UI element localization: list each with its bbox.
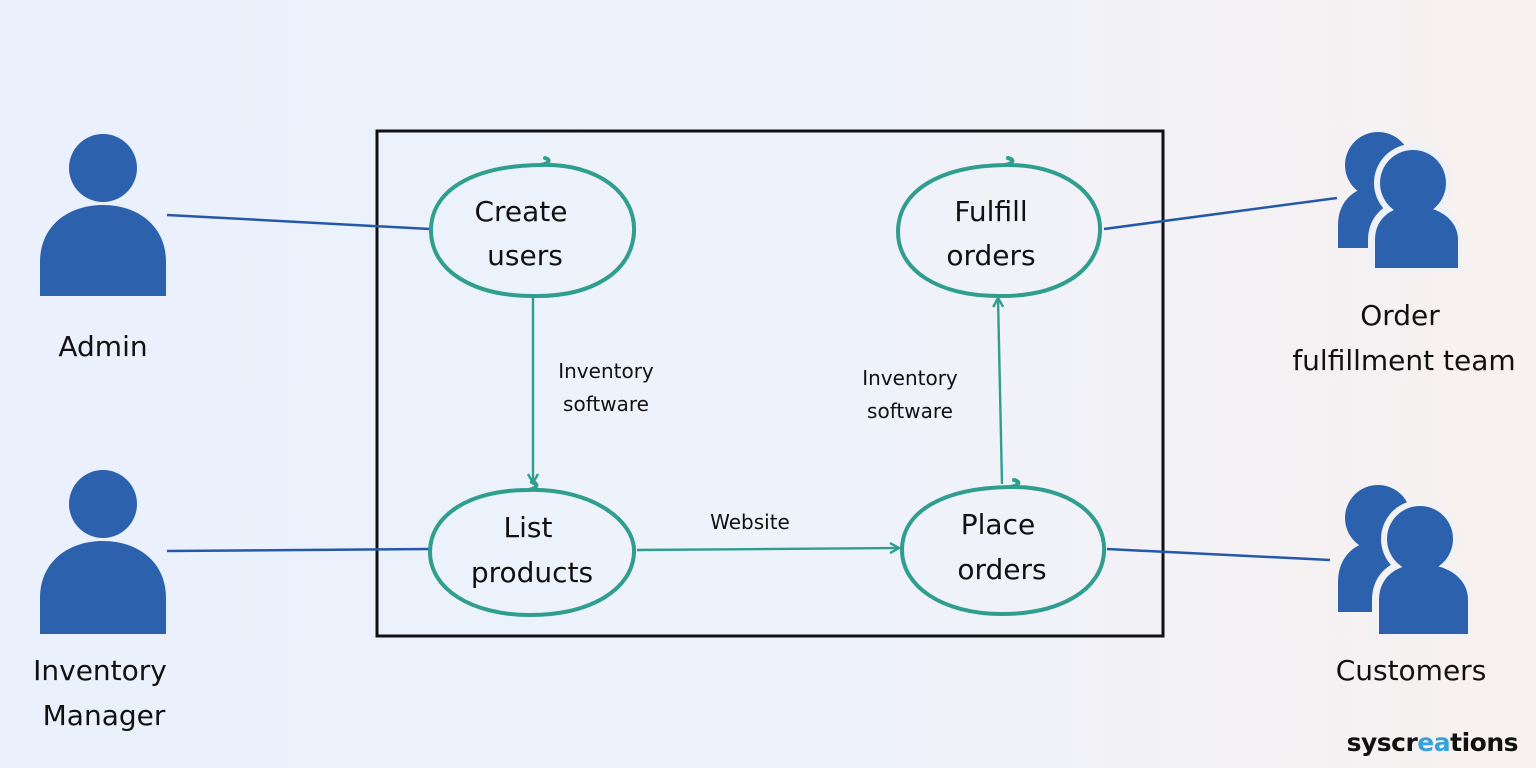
svg-text:syscreations: syscreations — [1347, 728, 1518, 757]
use-case-outline — [428, 156, 637, 299]
system-boundary — [375, 129, 1165, 638]
edge-label-create-to-list: software — [563, 392, 649, 416]
use-case-fulfill-orders[interactable]: Fulfill orders — [895, 156, 1103, 299]
inventory-manager-connector — [166, 547, 431, 553]
use-case-label: Place — [961, 508, 1035, 541]
actor-label: fulfillment team — [1292, 344, 1515, 377]
syscreations-logo: syscreations — [1347, 728, 1519, 757]
user-icon — [40, 470, 166, 634]
use-case-outline — [427, 480, 637, 618]
use-case-label: orders — [957, 553, 1046, 586]
brand-text: syscr — [1347, 728, 1419, 757]
customers-connector — [1106, 547, 1331, 562]
actor-label: Customers — [1336, 654, 1487, 687]
use-case-label: Fulfill — [954, 195, 1027, 228]
edge-label-create-to-list: Inventory — [558, 359, 654, 383]
admin-connector — [166, 213, 431, 231]
actor-customers[interactable]: Customers — [1336, 485, 1487, 687]
users-group-icon — [1338, 485, 1472, 638]
actor-admin[interactable]: Admin — [40, 134, 166, 363]
use-case-outline — [895, 156, 1103, 299]
use-case-create-users[interactable]: Create users — [428, 156, 637, 299]
actor-connectors — [166, 196, 1338, 562]
arrow-place-to-fulfill — [998, 298, 1002, 485]
order-fulfillment-team-connector — [1103, 196, 1338, 231]
edge-label-place-to-fulfill: Inventory — [862, 366, 958, 390]
use-case-label: Create — [474, 195, 567, 228]
flow-arrows — [533, 296, 1002, 550]
edge-label-list-to-place: Website — [710, 510, 790, 534]
actor-label: Inventory — [33, 654, 167, 687]
use-case-label: users — [487, 239, 563, 272]
use-case-label: List — [504, 511, 553, 544]
edge-label-place-to-fulfill: software — [867, 399, 953, 423]
brand-text: tions — [1450, 728, 1518, 757]
users-group-icon — [1338, 132, 1462, 272]
actor-label: Order — [1360, 299, 1440, 332]
actor-label: Manager — [43, 699, 166, 732]
use-case-outline — [899, 478, 1107, 617]
user-icon — [40, 134, 166, 296]
arrow-list-to-place — [636, 548, 899, 550]
use-case-place-orders[interactable]: Place orders — [899, 478, 1107, 617]
use-case-label: orders — [946, 239, 1035, 272]
actor-label: Admin — [58, 330, 147, 363]
use-case-label: products — [471, 556, 593, 589]
actor-inventory-manager[interactable]: Inventory Manager — [33, 470, 167, 732]
brand-accent-text: ea — [1417, 728, 1450, 757]
use-case-list-products[interactable]: List products — [427, 480, 637, 618]
actor-order-fulfillment-team[interactable]: Order fulfillment team — [1292, 132, 1516, 377]
